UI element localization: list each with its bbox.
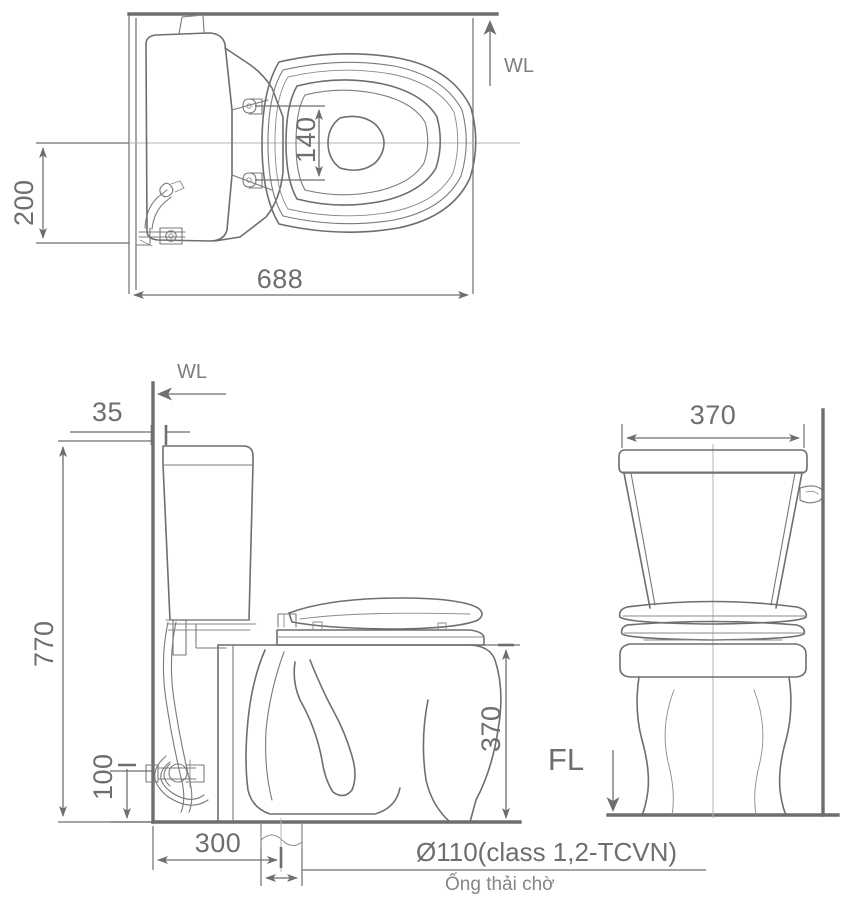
side-view-valve-wall-flange: [145, 764, 159, 783]
side-view-inlet-bracket: [195, 623, 227, 649]
side-view-outlet-note-label: Ø110(class 1,2-TCVN): [416, 837, 677, 867]
top-view-inlet-nut: [170, 180, 185, 193]
side-view-bowl-interior-2: [265, 651, 285, 801]
side-view-seat-lid-seam: [299, 612, 471, 620]
top-view-inlet-coupling: [159, 182, 174, 198]
top-view-shroud-seam-upper: [231, 99, 269, 111]
side-view-hose-loop-inner: [160, 761, 205, 800]
side-view-dim-370: 370: [470, 643, 520, 819]
side-view-valve-handle: [168, 763, 188, 783]
top-view-dim-200: 200: [9, 142, 129, 244]
front-view-cistern-lid: [618, 449, 808, 474]
side-view-valve-body: [185, 764, 205, 783]
top-view-inlet-valve-body: [159, 227, 183, 245]
top-view-hinge-bolt-upper: [242, 98, 257, 114]
top-view-dim-140-label: 140: [291, 116, 321, 163]
top-view-seat-ring-outer: [285, 79, 442, 206]
side-view-pedestal-right: [422, 699, 451, 823]
side-view-angle-valve: [145, 755, 209, 806]
side-view-seat-bumper-b: [437, 622, 447, 630]
top-view-dim-200-label: 200: [9, 179, 39, 226]
top-view-seat-lid-outer: [261, 53, 477, 233]
side-view-seat-ring: [276, 629, 485, 646]
front-view-seat-ring: [620, 620, 806, 641]
side-view-wl-label: WL: [177, 361, 207, 383]
side-view-dim-35-label: 35: [92, 397, 123, 427]
front-view-seat-lid: [618, 600, 808, 625]
top-view-flush-lever: [178, 14, 205, 35]
side-view-dim-300: 300: [152, 826, 283, 870]
top-view-hinge-bolt-lower: [242, 172, 257, 188]
top-view-seat-lid-contour-3: [274, 69, 459, 217]
side-view-supply-hose-inner: [170, 621, 193, 813]
front-view-pedestal-right: [778, 676, 792, 816]
top-view-inlet-hose-inner: [151, 196, 172, 230]
side-view-cistern-outline: [162, 445, 254, 621]
side-view-supply-hose-outer: [162, 621, 185, 813]
top-view-dim-140: 140: [255, 105, 325, 181]
top-view-dim-688: 688: [133, 264, 469, 299]
side-view-outlet-width-dim: [260, 848, 303, 886]
side-view: WL 35 770: [29, 361, 706, 895]
front-view-cistern-sides-inner: [630, 472, 796, 606]
top-view-bowl-shroud: [214, 47, 284, 242]
side-view-dim-100-label: 100: [88, 753, 118, 800]
top-view-water-spot: [327, 115, 385, 171]
front-view: 370 FL: [548, 400, 840, 818]
front-view-flush-lever-detail: [805, 490, 819, 495]
side-view-dim-300-label: 300: [195, 828, 242, 858]
side-view-dim-35: 35: [70, 397, 190, 445]
top-view-dim-688-label: 688: [257, 264, 304, 294]
side-view-bowl-interior: [245, 649, 401, 815]
side-view-dim-370-label: 370: [476, 705, 506, 752]
front-view-dim-370: 370: [621, 400, 805, 448]
top-view-flush-lever-top: [181, 14, 204, 18]
front-view-fl-label: FL: [548, 742, 584, 777]
side-view-dim-100: 100: [88, 753, 152, 823]
front-view-dim-370-label: 370: [690, 400, 737, 430]
side-view-dim-770: 770: [29, 440, 152, 823]
top-view-inlet-hose-outer: [144, 189, 168, 229]
front-view-fl-marker: FL: [548, 742, 620, 812]
front-view-pedestal-left-inner: [664, 689, 675, 816]
side-view-valve-loop-a: [163, 763, 171, 787]
side-view-wl-marker: WL: [157, 361, 226, 401]
side-view-seat-hinge: [277, 613, 297, 628]
top-view-hinge-bolt-upper-hole: [246, 103, 252, 109]
side-view-seat-bumper-a: [312, 621, 323, 630]
top-view-inlet-bracket: [139, 239, 153, 247]
top-view-seat-lid-contour-2: [267, 61, 467, 225]
side-view-seat-lid: [288, 597, 483, 630]
side-view-bowl-rim-right: [217, 644, 502, 823]
front-view-flush-lever: [799, 485, 825, 504]
side-view-hose-loop-outer: [154, 755, 209, 806]
front-view-pedestal-left: [636, 676, 650, 816]
side-view-outlet-note-sub-label: Ống thải chờ: [445, 873, 555, 895]
top-view-seat-ring-inner: [295, 89, 429, 196]
side-view-trapway: [293, 659, 356, 797]
side-view-dim-770-label: 770: [29, 620, 59, 667]
front-view-cistern-sides: [623, 472, 803, 609]
top-view-inlet-valve-center: [168, 233, 174, 239]
top-view-hinge-bolt-lower-hole: [246, 177, 252, 183]
top-view-wl-label: WL: [504, 55, 534, 77]
top-view-inlet-valve-assembly: [135, 180, 186, 247]
top-view-inlet-valve-knob: [165, 230, 177, 242]
side-view-outlet-note: Ø110(class 1,2-TCVN) Ống thải chờ: [302, 837, 706, 895]
side-view-outlet-break-line: [260, 834, 303, 846]
front-view-bowl-rim: [619, 643, 807, 678]
front-view-pedestal-right-inner: [753, 689, 764, 816]
top-view-wl-marker: WL: [483, 20, 534, 86]
top-view: 140 WL 200: [9, 12, 534, 299]
